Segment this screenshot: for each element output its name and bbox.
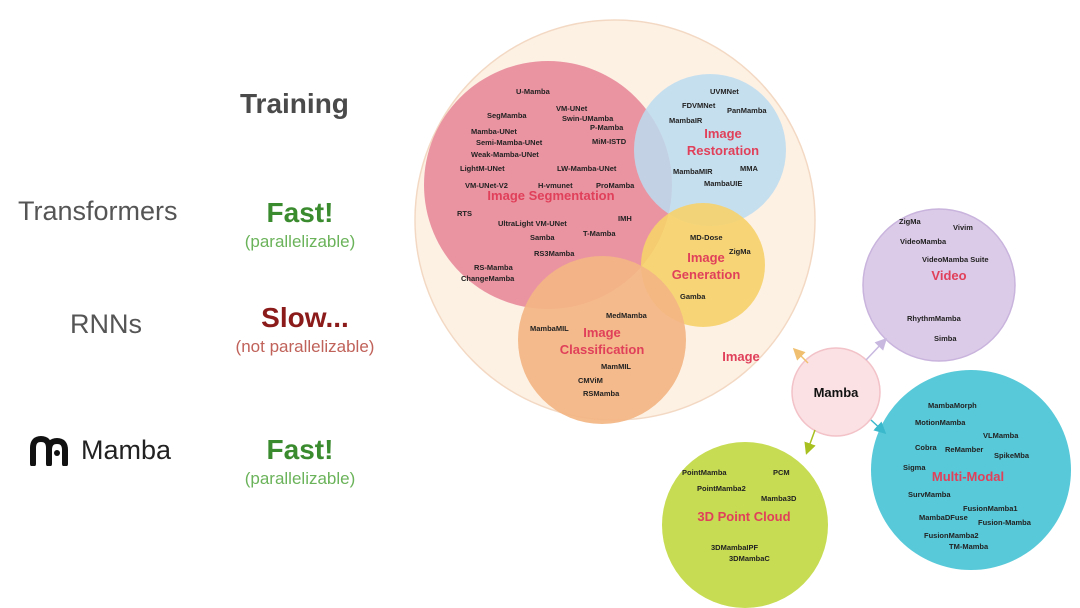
- model-label: MambaIR: [669, 116, 703, 125]
- model-label: SpikeMba: [994, 451, 1030, 460]
- model-label: MambaMIR: [673, 167, 713, 176]
- row-label-transformers: Transformers: [18, 196, 178, 226]
- model-label: LW-Mamba-UNet: [557, 164, 617, 173]
- model-label: RSMamba: [583, 389, 620, 398]
- category-image-classification-1: Image: [583, 325, 621, 340]
- category-image-segmentation: Image Segmentation: [487, 188, 614, 203]
- model-label: FusionMamba2: [924, 531, 979, 540]
- mamba-logo-icon: [30, 434, 74, 467]
- restoration-bubble: [634, 74, 786, 226]
- model-label: Mamba-UNet: [471, 127, 517, 136]
- model-label: SegMamba: [487, 111, 527, 120]
- model-label: T-Mamba: [583, 229, 616, 238]
- model-label: PCM: [773, 468, 790, 477]
- multi-modal-bubble: [871, 370, 1071, 570]
- model-label: RTS: [457, 209, 472, 218]
- model-label: Semi-Mamba-UNet: [476, 138, 543, 147]
- model-label: Simba: [934, 334, 957, 343]
- model-label: VLMamba: [983, 431, 1019, 440]
- row-label-rnns: RNNs: [70, 309, 142, 339]
- model-label: MambaMorph: [928, 401, 977, 410]
- model-label: P-Mamba: [590, 123, 624, 132]
- model-label: TM-Mamba: [949, 542, 989, 551]
- point-cloud-bubble: [662, 442, 828, 608]
- model-label: Mamba3D: [761, 494, 797, 503]
- transformers-speed: Fast!: [266, 197, 334, 228]
- model-label: MambaMIL: [530, 324, 569, 333]
- category-image: Image: [722, 349, 760, 364]
- rnns-note: (not parallelizable): [235, 337, 375, 356]
- model-label: Cobra: [915, 443, 937, 452]
- training-header: Training: [240, 88, 349, 119]
- model-label: SurvMamba: [908, 490, 951, 499]
- model-label: MambaUIE: [704, 179, 742, 188]
- category-image-classification-2: Classification: [560, 342, 645, 357]
- model-label: MedMamba: [606, 311, 648, 320]
- model-label: Sigma: [903, 463, 926, 472]
- category-3d-point-cloud: 3D Point Cloud: [697, 509, 790, 524]
- model-label: MambaDFuse: [919, 513, 968, 522]
- model-label: VM-UNet-V2: [465, 181, 508, 190]
- model-label: LightM-UNet: [460, 164, 505, 173]
- model-label: ReMamber: [945, 445, 983, 454]
- model-label: VideoMamba Suite: [922, 255, 989, 264]
- model-label: MotionMamba: [915, 418, 966, 427]
- category-image-generation-1: Image: [687, 250, 725, 265]
- model-label: PanMamba: [727, 106, 767, 115]
- model-label: IMH: [618, 214, 632, 223]
- mamba-center-label: Mamba: [814, 385, 860, 400]
- model-label: Swin-UMamba: [562, 114, 614, 123]
- category-image-restoration-2: Restoration: [687, 143, 759, 158]
- model-label: PointMamba2: [697, 484, 746, 493]
- model-label: Samba: [530, 233, 555, 242]
- model-label: ProMamba: [596, 181, 635, 190]
- model-label: Vivim: [953, 223, 973, 232]
- row-label-mamba: Mamba: [81, 435, 172, 465]
- model-label: RhythmMamba: [907, 314, 962, 323]
- model-label: Weak-Mamba-UNet: [471, 150, 539, 159]
- transformers-note: (parallelizable): [244, 232, 356, 251]
- segmentation-bubble: [424, 61, 672, 309]
- video-bubble: [862, 208, 1016, 362]
- model-label: VideoMamba: [900, 237, 947, 246]
- model-label: 3DMambaIPF: [711, 543, 759, 552]
- model-label: ZigMa: [899, 217, 921, 226]
- model-label: U-Mamba: [516, 87, 551, 96]
- model-label: RS-Mamba: [474, 263, 514, 272]
- model-label: UVMNet: [710, 87, 739, 96]
- model-label: FDVMNet: [682, 101, 716, 110]
- model-label: MMA: [740, 164, 758, 173]
- category-video: Video: [931, 268, 966, 283]
- model-label: FusionMamba1: [963, 504, 1018, 513]
- arrow-to-video: [865, 337, 888, 361]
- model-label: 3DMambaC: [729, 554, 770, 563]
- model-label: PointMamba: [682, 468, 727, 477]
- category-image-restoration-1: Image: [704, 126, 742, 141]
- model-label: MamMIL: [601, 362, 631, 371]
- model-label: MiM-ISTD: [592, 137, 627, 146]
- arrow-to-multimodal: [870, 419, 887, 435]
- model-label: ZigMa: [729, 247, 751, 256]
- arrow-to-image: [792, 347, 809, 364]
- model-label: ChangeMamba: [461, 274, 515, 283]
- model-label: RS3Mamba: [534, 249, 575, 258]
- model-label: MD-Dose: [690, 233, 723, 242]
- rnns-speed: Slow...: [261, 302, 349, 333]
- classification-bubble: [518, 256, 686, 424]
- category-image-generation-2: Generation: [672, 267, 741, 282]
- model-label: UltraLight VM-UNet: [498, 219, 567, 228]
- model-label: VM-UNet: [556, 104, 588, 113]
- mamba-center-bubble: [791, 347, 881, 437]
- model-label: H-vmunet: [538, 181, 573, 190]
- arrow-to-pointcloud: [804, 429, 816, 455]
- model-label: Fusion-Mamba: [978, 518, 1032, 527]
- model-label: Gamba: [680, 292, 706, 301]
- category-multi-modal: Multi-Modal: [932, 469, 1004, 484]
- model-label: CMViM: [578, 376, 603, 385]
- mamba-speed: Fast!: [266, 434, 334, 465]
- mamba-note: (parallelizable): [244, 469, 356, 488]
